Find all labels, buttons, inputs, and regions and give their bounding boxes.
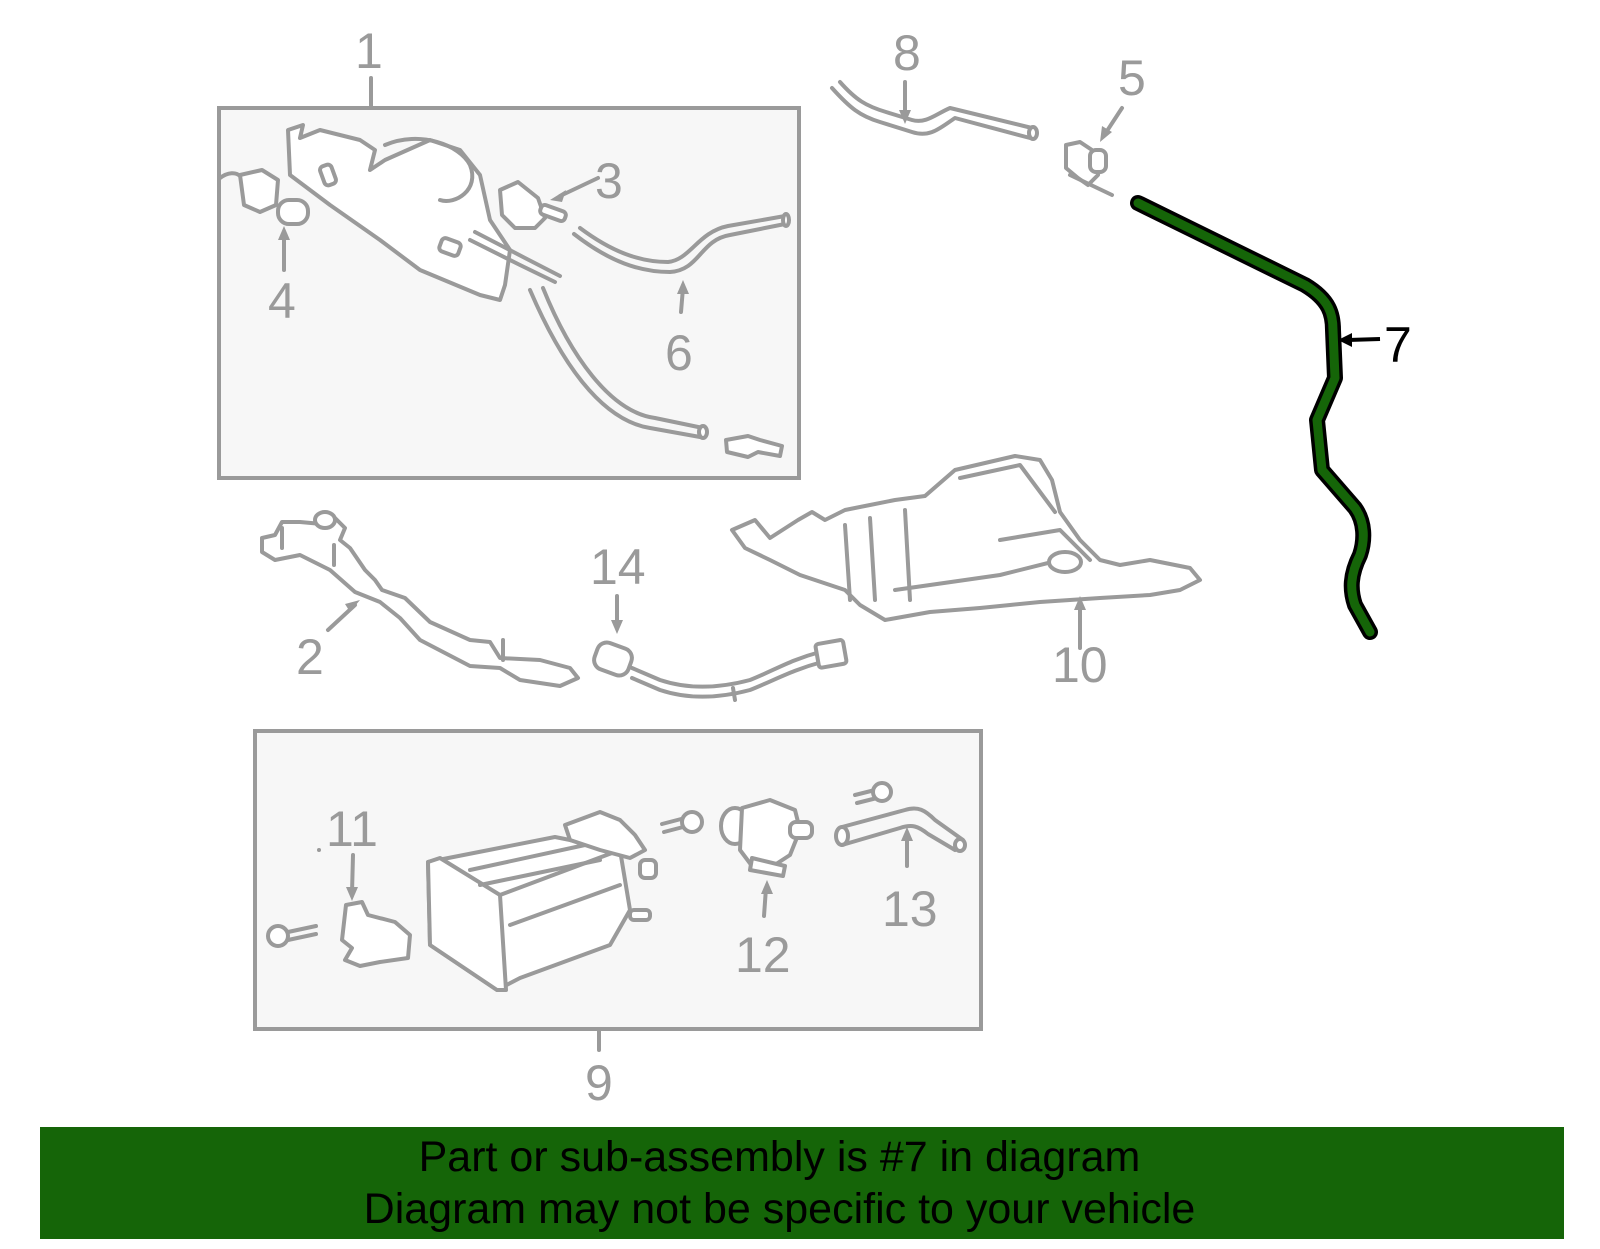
callout-2[interactable]: 2 (296, 629, 324, 685)
callout-11[interactable]: 11 (326, 801, 378, 857)
callout-4[interactable]: 4 (268, 273, 296, 329)
callout-10[interactable]: 10 (1052, 637, 1108, 693)
banner-line-1: Part or sub-assembly is #7 in diagram (418, 1133, 1141, 1181)
part-6-hose[interactable]: 6 (572, 212, 791, 381)
part-8-hose[interactable]: 8 (830, 25, 1039, 141)
banner-line-2: Diagram may not be specific to your vehi… (363, 1185, 1196, 1233)
callout-1[interactable]: 1 (355, 23, 383, 79)
callout-7[interactable]: 7 (1384, 317, 1412, 373)
callout-13[interactable]: 13 (882, 881, 938, 937)
part-bolt-top[interactable] (853, 781, 893, 805)
part-bracket-assembly[interactable] (286, 123, 784, 459)
callout-5[interactable]: 5 (1118, 50, 1146, 106)
part-7-hose-highlighted[interactable]: 7 (1130, 195, 1412, 640)
part-14-sensor[interactable]: 14 (590, 539, 849, 702)
info-banner: Part or sub-assembly is #7 in diagram Di… (40, 1127, 1564, 1239)
part-13-hose[interactable]: 13 (834, 806, 967, 937)
part-2-bracket[interactable]: 2 (260, 510, 580, 688)
part-11-bracket[interactable]: 11 (317, 801, 412, 968)
callout-6[interactable]: 6 (665, 325, 693, 381)
part-10-tray[interactable]: 10 (730, 454, 1202, 693)
part-5-fitting[interactable]: 5 (1064, 50, 1146, 197)
callout-14[interactable]: 14 (590, 539, 646, 595)
callout-3[interactable]: 3 (595, 153, 623, 209)
assembly-box-1: 1 4 (217, 23, 801, 480)
part-12-valve[interactable]: 12 (719, 798, 814, 983)
part-bolt-left[interactable] (266, 924, 318, 948)
part-canister[interactable] (426, 810, 658, 992)
callout-9[interactable]: 9 (585, 1055, 613, 1111)
callout-8[interactable]: 8 (893, 25, 921, 81)
callout-12[interactable]: 12 (735, 927, 791, 983)
part-3-valve[interactable]: 3 (498, 153, 623, 230)
part-4-sensor[interactable]: 4 (218, 168, 310, 329)
part-bolt-middle[interactable] (660, 810, 704, 834)
assembly-box-9: 9 11 (253, 729, 983, 1111)
